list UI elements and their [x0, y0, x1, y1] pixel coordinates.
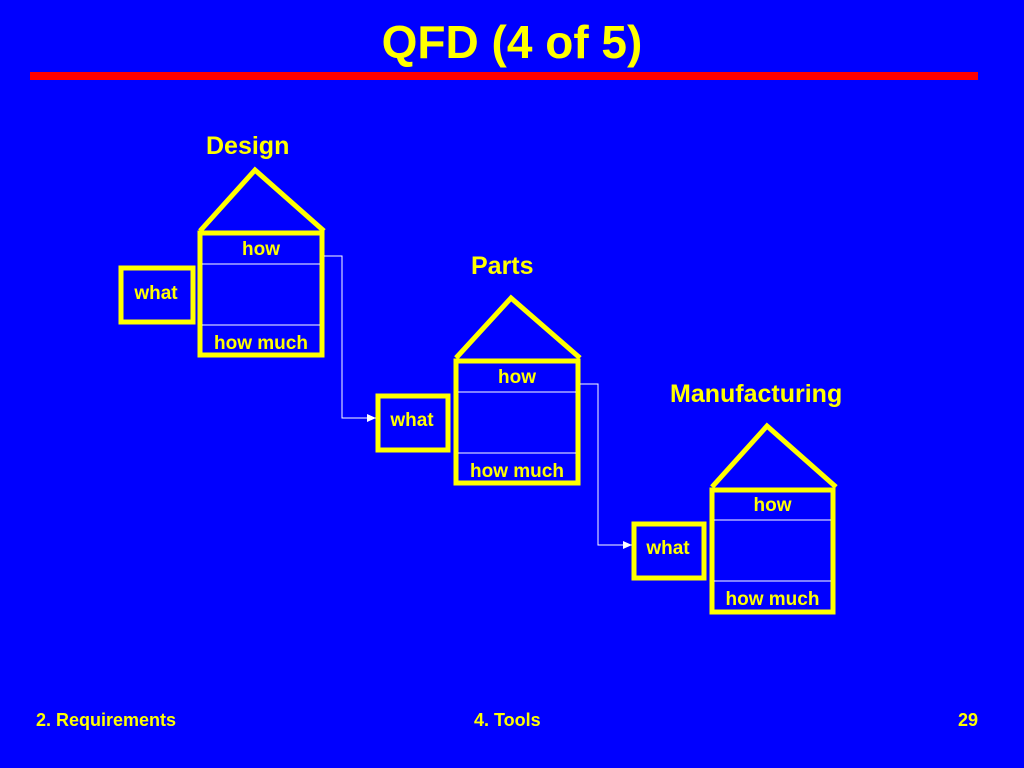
matrix-body-parts [453, 358, 581, 486]
how-much-label-design: how much [214, 333, 308, 354]
footer-chapter: 4. Tools [474, 710, 541, 730]
how-label-design: how [242, 239, 280, 260]
house-design [118, 166, 326, 358]
stage-label-manufacturing: Manufacturing [670, 380, 843, 408]
roof-manufacturing [710, 422, 838, 489]
roof-parts [454, 294, 582, 360]
what-label-parts: what [390, 410, 434, 431]
stage-label-parts: Parts [471, 252, 534, 280]
matrix-body-manufacturing [709, 487, 836, 615]
house-parts [375, 294, 582, 486]
how-label-manufacturing: how [753, 495, 792, 516]
connector-parts-to-manufacturing [580, 383, 632, 549]
what-box-parts [375, 393, 451, 453]
what-label-manufacturing: what [646, 538, 690, 559]
what-box-manufacturing [631, 521, 707, 581]
how-much-label-manufacturing: how much [725, 589, 820, 610]
what-label-design: what [134, 283, 178, 304]
what-box-design [118, 265, 196, 325]
title-rule [30, 72, 978, 80]
slide-title: QFD (4 of 5) [381, 16, 643, 68]
roof-design [198, 166, 326, 233]
how-label-parts: how [498, 367, 536, 388]
connector-design-to-parts [324, 255, 376, 422]
footer-page-number: 29 [958, 710, 979, 730]
how-much-label-parts: how much [470, 461, 564, 482]
house-manufacturing [631, 422, 838, 615]
footer-section: 2. Requirements [36, 710, 177, 730]
matrix-body-design [197, 230, 325, 358]
stage-label-design: Design [206, 132, 290, 160]
